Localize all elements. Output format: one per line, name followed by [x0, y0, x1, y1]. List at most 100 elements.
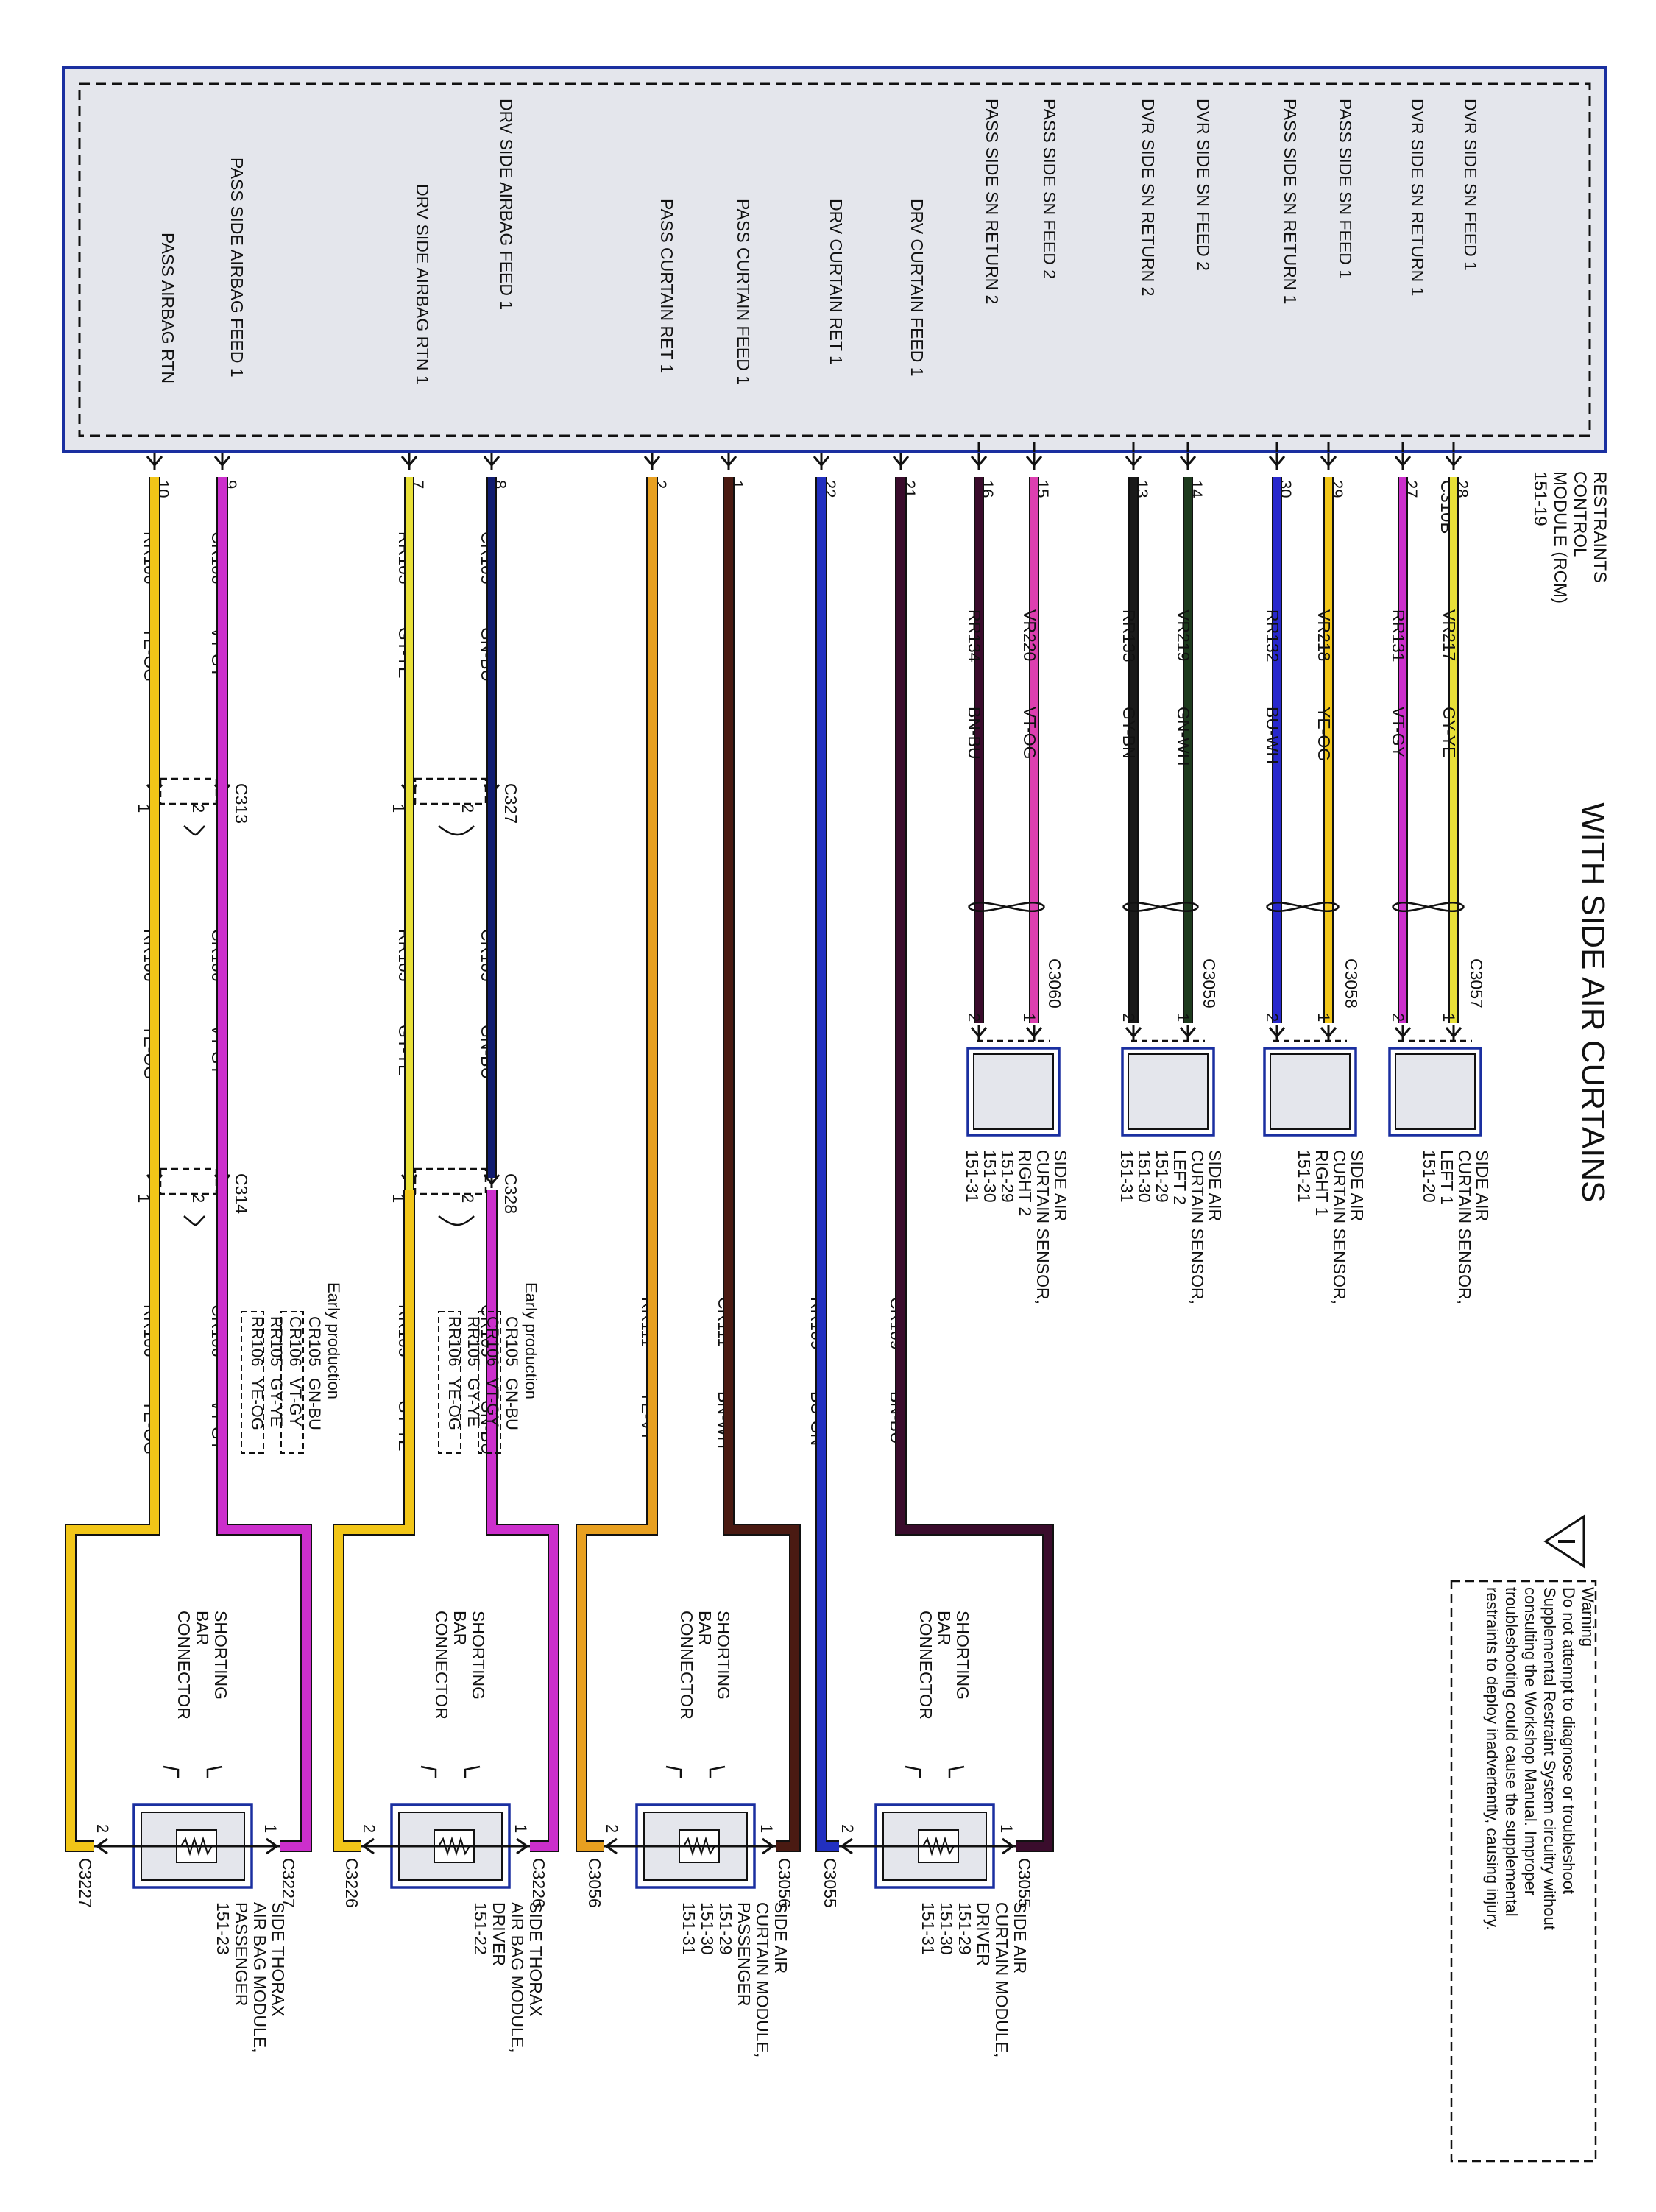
twisted-pair-mark-3 — [967, 902, 1046, 912]
rcm-module-box — [62, 66, 1607, 453]
deploy-pin-arrow-a-2 — [516, 1837, 528, 1855]
rcm-pin-arrow-2 — [1320, 453, 1337, 470]
curtain-circuit-label-0: DRV CURTAIN FEED 1 — [907, 199, 927, 377]
wire-drv-airbag-rtn-b — [334, 1190, 414, 1851]
rcm-pin-arrow-5 — [1125, 453, 1142, 470]
warning-triangle-icon — [1543, 1514, 1585, 1569]
sn-circuit-label-3: PASS SIDE SN RETURN 1 — [1281, 99, 1300, 304]
inline-connector-box-drv-b — [414, 1167, 487, 1195]
deploy-module-name-0: SIDE AIR — [1011, 1902, 1030, 1974]
deploy-module-name-2: 151-22 — [471, 1902, 490, 1955]
airbag-circuit-label-0: DRV SIDE AIRBAG FEED 1 — [497, 99, 516, 310]
wire-drv-curtain-ret — [817, 477, 839, 1851]
early-production-box-b-driver — [478, 1311, 501, 1454]
wire-pass-airbag-feed — [218, 477, 311, 1851]
shorting-bar-label-1: SHORTING — [714, 1611, 733, 1700]
sn-circuit-number-3: RR132 — [1263, 609, 1282, 662]
sensor-pin-arrow-5 — [1125, 1025, 1142, 1041]
inline-connector-shroud-drv-a — [438, 825, 475, 836]
deploy-module-name-2: AIR BAG MODULE, — [508, 1902, 527, 2052]
sn-color-code-7: BN-BU — [965, 707, 984, 760]
deploy-connector-a-1: C3056 — [775, 1858, 794, 1908]
deploy-pin-b-2: 2 — [360, 1824, 378, 1833]
sensor-name-0: SIDE AIR — [1473, 1150, 1492, 1221]
sn-color-code-0: GY-YE — [1440, 707, 1459, 757]
early-production-box-a-passenger — [241, 1311, 264, 1454]
wire-drv-airbag-rtn — [335, 477, 413, 1850]
sn-circuit-number-5: RR133 — [1119, 609, 1139, 662]
early-production-color-passenger-0: GN-BU — [305, 1378, 324, 1430]
early-production-color-driver-2: GY-YE — [464, 1378, 483, 1427]
deploy-module-name-3: PASSENGER — [232, 1902, 251, 2006]
sensor-name-3: SIDE AIR — [1051, 1150, 1070, 1221]
shorting-bar-icon-1 — [665, 1765, 726, 1778]
sensor-conn-pin-5: 2 — [1119, 1013, 1138, 1022]
deploy-connector-b-0: C3055 — [821, 1858, 840, 1908]
curtain-circuit-label-3: PASS CURTAIN RET 1 — [657, 199, 676, 373]
early-production-circuit-passenger-0: CR105 — [305, 1316, 324, 1366]
early-production-color-driver-0: GN-BU — [503, 1378, 521, 1430]
sensor-name-1: CURTAIN SENSOR, — [1330, 1150, 1349, 1304]
wire-drv-airbag-rtn-b-outline — [333, 1190, 415, 1852]
sensor-name-3: 151-30 — [980, 1150, 999, 1203]
inline-pin-number-0-0: 2 — [459, 804, 477, 813]
sensor-conn-pin-3: 2 — [1263, 1013, 1281, 1022]
sn-circuit-label-0: DVR SIDE SN FEED 1 — [1461, 99, 1480, 271]
rcm-module-name: CONTROL — [1570, 471, 1590, 557]
sensor-connector-1: C3058 — [1342, 958, 1361, 1008]
early-production-color-passenger-2: GY-YE — [267, 1378, 286, 1427]
deploy-module-name-0: DRIVER — [974, 1902, 993, 1966]
sensor-conn-pin-4: 1 — [1174, 1013, 1192, 1022]
deploy-pin-arrow-a-1 — [762, 1837, 774, 1855]
sn-color-code-1: VT-GY — [1389, 707, 1408, 757]
sensor-conn-pin-6: 1 — [1020, 1013, 1038, 1022]
deploy-pin-b-0: 2 — [838, 1824, 857, 1833]
sn-color-code-4: GN-WH — [1174, 707, 1193, 766]
rcm-stub-0 — [1401, 442, 1455, 452]
deploy-module-name-0: 151-29 — [955, 1902, 974, 1955]
sensor-conn-pin-0: 1 — [1440, 1013, 1458, 1022]
shorting-bar-label-0: CONNECTOR — [916, 1611, 935, 1720]
sensor-name-2: 151-30 — [1135, 1150, 1154, 1203]
wire-pass-airbag-rtn — [66, 477, 159, 1851]
sn-color-code-5: GY-BN — [1119, 707, 1139, 759]
sn-color-code-6: VT-OG — [1020, 707, 1039, 760]
sensor-body-0 — [1395, 1053, 1476, 1130]
early-production-circuit-passenger-2: RR105 — [267, 1316, 286, 1366]
warning-text: Warning — [1579, 1587, 1597, 1647]
airbag-pin-arrow-0 — [483, 453, 500, 470]
curtain-pin-arrow-0 — [892, 453, 910, 470]
sensor-name-1: RIGHT 1 — [1312, 1150, 1331, 1216]
sn-color-code-2: YE-OG — [1314, 707, 1334, 761]
sn-circuit-label-5: DVR SIDE SN RETURN 2 — [1139, 99, 1158, 296]
shorting-bar-label-1: BAR — [696, 1611, 715, 1645]
inline-pin-number-1-1: 1 — [389, 1194, 408, 1203]
early-production-circuit-driver-0: CR105 — [503, 1316, 521, 1366]
sensor-connector-3: C3060 — [1045, 958, 1064, 1008]
deploy-pin-arrow-b-1 — [606, 1837, 618, 1855]
sn-circuit-number-6: VR220 — [1020, 609, 1039, 661]
deploy-pin-arrow-a-3 — [266, 1837, 277, 1855]
deploy-connector-b-3: C3227 — [76, 1858, 95, 1908]
deploy-module-name-0: 151-30 — [937, 1902, 956, 1955]
shorting-bar-label-0: SHORTING — [953, 1611, 972, 1700]
twisted-pair-mark-1 — [1265, 902, 1340, 912]
deploy-module-name-1: CURTAIN MODULE, — [753, 1902, 772, 2057]
deploy-connector-b-1: C3056 — [585, 1858, 604, 1908]
inline-connector-shroud-pass-b — [183, 1215, 205, 1226]
airbag-circuit-label-2: PASS SIDE AIRBAG FEED 1 — [227, 158, 247, 378]
deploy-pin-a-1: 1 — [757, 1824, 776, 1833]
inline-pin-number-0-1: 2 — [459, 1194, 477, 1203]
deploy-connector-a-3: C3227 — [279, 1858, 298, 1908]
curtain-pin-arrow-3 — [643, 453, 661, 470]
sensor-name-3: RIGHT 2 — [1016, 1150, 1035, 1216]
inline-connector-label-pass-b: C314 — [232, 1173, 251, 1214]
sensor-name-2: 151-29 — [1153, 1150, 1172, 1203]
deploy-module-name-0: CURTAIN MODULE, — [992, 1902, 1011, 2057]
sensor-body-3 — [973, 1053, 1054, 1130]
shorting-bar-label-2: CONNECTOR — [432, 1611, 451, 1720]
deploy-pin-a-2: 1 — [512, 1824, 530, 1833]
sensor-name-3: 151-31 — [963, 1150, 982, 1203]
curtain-pin-arrow-2 — [720, 453, 737, 470]
